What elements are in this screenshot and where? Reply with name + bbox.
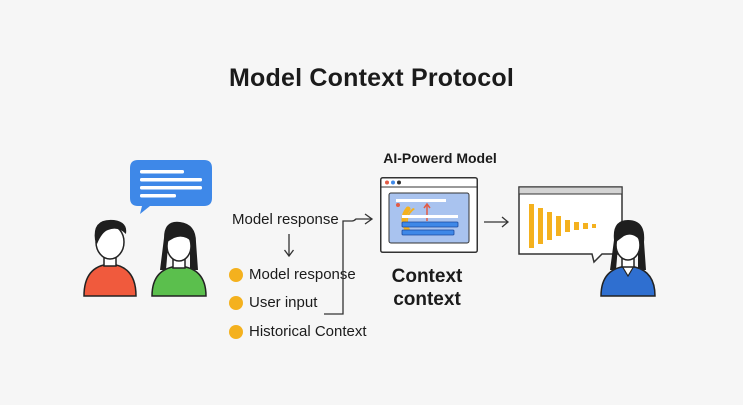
chat-bubble-icon [130,160,212,214]
bullet-dot [229,296,243,310]
model-caption-line1: Context [391,266,463,287]
context-item-user-input: User input [249,294,318,311]
output-window [518,186,623,264]
person-icon [600,220,656,297]
person-icon [83,219,137,297]
person-icon [151,221,207,297]
model-caption-line2: context [393,289,461,310]
context-item-model-response: Model response [249,266,356,283]
flow-label: Model response [232,211,339,228]
sound-wave-icon [529,204,596,248]
context-item-historical-context: Historical Context [249,323,367,340]
bullet-dot [229,268,243,282]
arrow-right-icon [484,216,510,228]
model-title: AI-Powerd Model [383,150,497,166]
arrow-down-icon [283,234,295,258]
browser-window-icon [380,177,478,253]
bullet-dot [229,325,243,339]
diagram-title: Model Context Protocol [229,64,514,92]
